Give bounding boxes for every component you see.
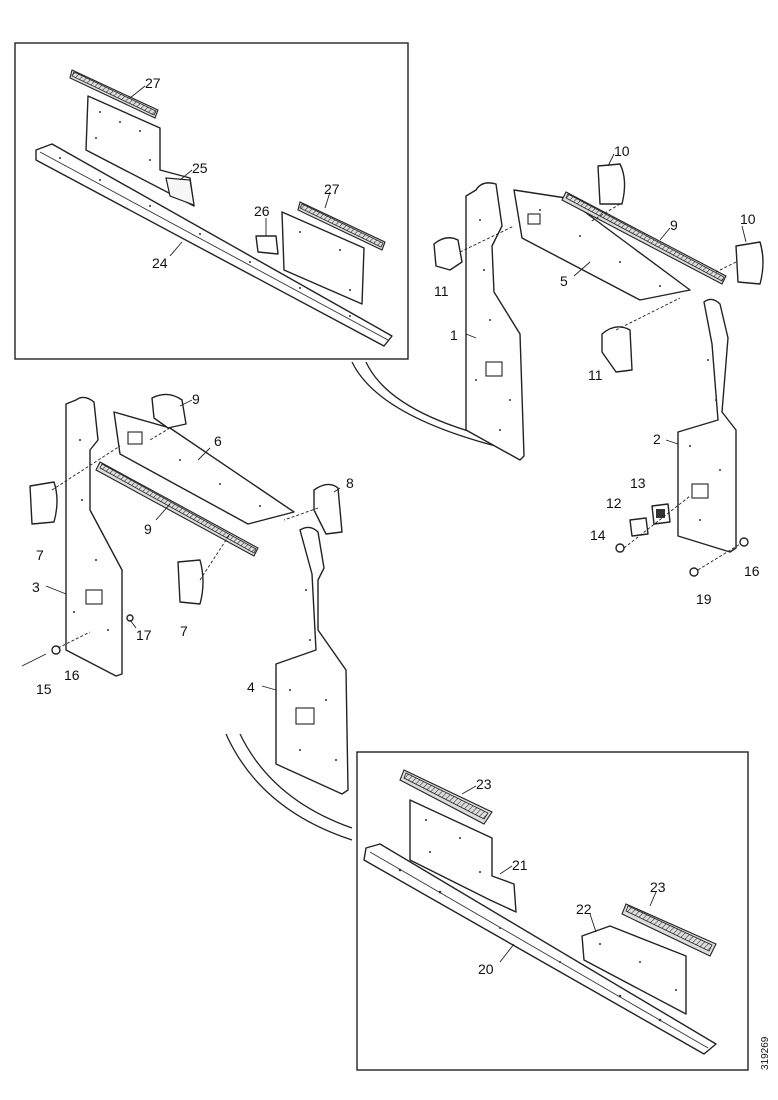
callout-22: 22: [576, 901, 592, 917]
part-11-bracket-lower: [601, 326, 633, 373]
detail-box-bottom: 23 21 22 23 20: [356, 751, 749, 1071]
part-19-nut: [689, 567, 699, 577]
callout-8: 8: [346, 475, 354, 491]
assembly-left: 3 4 6 7 7 8 9 9 15 16 17: [21, 391, 354, 795]
callout-26: 26: [254, 203, 270, 219]
part-25-panel: [85, 95, 195, 207]
callout-19: 19: [696, 591, 712, 607]
detail-link-curve-bottom-inner: [239, 733, 353, 829]
part-22-panel: [581, 925, 687, 1015]
callout-13: 13: [630, 475, 646, 491]
part-5-top-plate: [513, 189, 691, 301]
callout-1: 1: [450, 327, 458, 343]
callout-15: 15: [36, 681, 52, 697]
part-7-bracket-left: [29, 481, 58, 525]
callout-16-left: 16: [64, 667, 80, 683]
callout-14: 14: [590, 527, 606, 543]
callout-4: 4: [247, 679, 255, 695]
callout-17: 17: [136, 627, 152, 643]
callout-20: 20: [478, 961, 494, 977]
assembly-right: 1 2 5 9 10 10 11 11 12 13 14 16 19: [433, 143, 764, 607]
part-27-rail-lower: [297, 201, 386, 251]
part-9-rail-right: [561, 191, 727, 285]
callout-21: 21: [512, 857, 528, 873]
callout-16-right: 16: [744, 563, 760, 579]
part-16-washer-right: [739, 537, 749, 547]
part-lower-panel: [281, 211, 365, 305]
callout-7-left: 7: [36, 547, 44, 563]
callout-23-lower: 23: [650, 879, 666, 895]
callout-7-right: 7: [180, 623, 188, 639]
part-8-bracket: [313, 483, 343, 535]
part-23-rail-lower: [621, 903, 717, 957]
callout-9-top: 9: [192, 391, 200, 407]
part-6-top-plate: [113, 411, 295, 525]
part-12-plate: [629, 517, 649, 537]
callout-10-upper: 10: [614, 143, 630, 159]
callout-27-lower: 27: [324, 181, 340, 197]
part-1-side-panel: [465, 182, 525, 461]
part-4-side-panel: [275, 526, 349, 795]
detail-link-curve-bottom-outer: [225, 733, 353, 841]
part-10-bracket-upper: [597, 163, 626, 205]
part-21-panel: [409, 799, 517, 913]
part-11-bracket-upper: [433, 237, 463, 271]
part-9-rail-left: [95, 461, 259, 557]
part-15-bolt: [21, 653, 47, 667]
part-2-side-panel: [677, 298, 737, 553]
part-13-grommet: [651, 503, 671, 525]
part-9-bracket-top: [151, 393, 187, 429]
callout-11-lower: 11: [588, 367, 603, 383]
detail-box-top: 27 25 27 26 24: [14, 42, 409, 360]
part-14-bolt: [615, 543, 625, 553]
callout-9-left: 9: [144, 521, 152, 537]
callout-11-upper: 11: [434, 283, 449, 299]
part-26-bracket: [255, 235, 279, 255]
part-7-bracket-right: [177, 559, 204, 605]
part-3-side-panel: [65, 396, 123, 677]
callout-6: 6: [214, 433, 222, 449]
part-27-rail-upper: [69, 69, 159, 119]
callout-9-right: 9: [670, 217, 678, 233]
document-number: 319269: [760, 1036, 771, 1070]
part-17-clip: [126, 614, 134, 622]
callout-12: 12: [606, 495, 622, 511]
detail-link-curve-top-inner: [351, 361, 521, 453]
part-10-bracket-lower: [735, 241, 764, 285]
part-23-rail-upper: [399, 769, 493, 825]
part-20-long-rail: [363, 843, 717, 1055]
callout-3: 3: [32, 579, 40, 595]
callout-27-upper: 27: [145, 75, 161, 91]
part-24-long-rail: [35, 143, 393, 347]
callout-2: 2: [653, 431, 661, 447]
callout-10-lower: 10: [740, 211, 756, 227]
callout-24: 24: [152, 255, 168, 271]
callout-23-upper: 23: [476, 776, 492, 792]
callout-5: 5: [560, 273, 568, 289]
callout-25: 25: [192, 160, 208, 176]
